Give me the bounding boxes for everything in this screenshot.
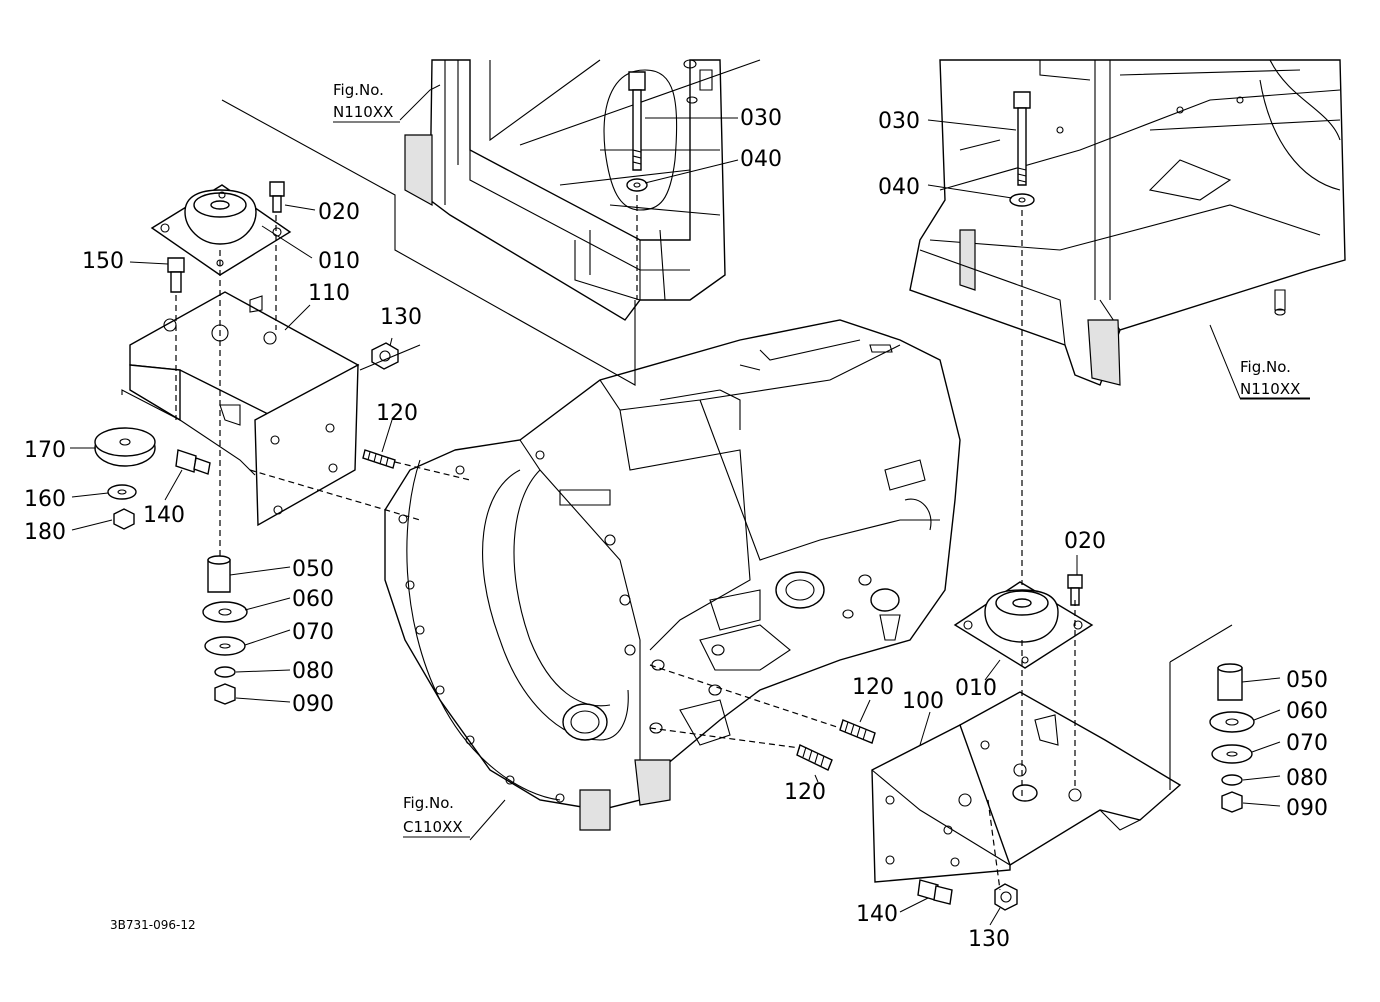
callout-160: 160 <box>24 487 66 512</box>
figure-ref-n110-right: Fig.No. N110XX <box>1240 358 1310 400</box>
callout-080: 080 <box>1286 766 1328 791</box>
callout-090: 090 <box>292 692 334 717</box>
callout-010: 010 <box>955 676 997 701</box>
callout-120: 120 <box>376 401 418 426</box>
figure-ref-line2: N110XX <box>333 103 393 121</box>
callout-090: 090 <box>1286 796 1328 821</box>
frame-assembly-top <box>404 59 761 321</box>
callout-070: 070 <box>1286 731 1328 756</box>
callout-130: 130 <box>968 927 1010 952</box>
figure-ref-c110: Fig.No. C110XX <box>403 794 470 838</box>
callout-100: 100 <box>902 689 944 714</box>
callout-050: 050 <box>292 557 334 582</box>
callout-labels: 030 040 030 040 020 010 150 110 130 120 … <box>24 106 1328 952</box>
callout-070: 070 <box>292 620 334 645</box>
callout-060: 060 <box>292 587 334 612</box>
callout-010: 010 <box>318 249 360 274</box>
figure-ref-n110-top: Fig.No. N110XX <box>333 81 400 123</box>
figure-ref-line2: C110XX <box>403 818 463 836</box>
alignment-lines <box>121 99 1233 891</box>
left-mount-assembly <box>94 181 399 705</box>
callout-080: 080 <box>292 659 334 684</box>
callout-130: 130 <box>380 305 422 330</box>
callout-020: 020 <box>318 200 360 225</box>
callout-170: 170 <box>24 438 66 463</box>
right-bolt-assembly <box>1009 91 1035 207</box>
right-mount-assembly <box>796 574 1255 911</box>
leader-lines <box>70 84 1310 926</box>
center-bolt-assembly <box>626 71 648 192</box>
drawing-code: 3B731-096-12 <box>110 918 196 932</box>
callout-180: 180 <box>24 520 66 545</box>
callout-040: 040 <box>740 147 782 172</box>
callout-140: 140 <box>143 503 185 528</box>
callout-120: 120 <box>852 675 894 700</box>
callout-030: 030 <box>878 109 920 134</box>
callout-020: 020 <box>1064 529 1106 554</box>
callout-040: 040 <box>878 175 920 200</box>
callout-110: 110 <box>308 281 350 306</box>
callout-030: 030 <box>740 106 782 131</box>
callout-150: 150 <box>82 249 124 274</box>
callout-060: 060 <box>1286 699 1328 724</box>
figure-ref-line1: Fig.No. <box>1240 358 1291 376</box>
transmission-housing <box>384 319 961 831</box>
figure-ref-line2: N110XX <box>1240 380 1300 398</box>
callout-120: 120 <box>784 780 826 805</box>
callout-140: 140 <box>856 902 898 927</box>
figure-ref-line1: Fig.No. <box>403 794 454 812</box>
frame-assembly-right <box>909 59 1346 386</box>
figure-ref-line1: Fig.No. <box>333 81 384 99</box>
callout-050: 050 <box>1286 668 1328 693</box>
